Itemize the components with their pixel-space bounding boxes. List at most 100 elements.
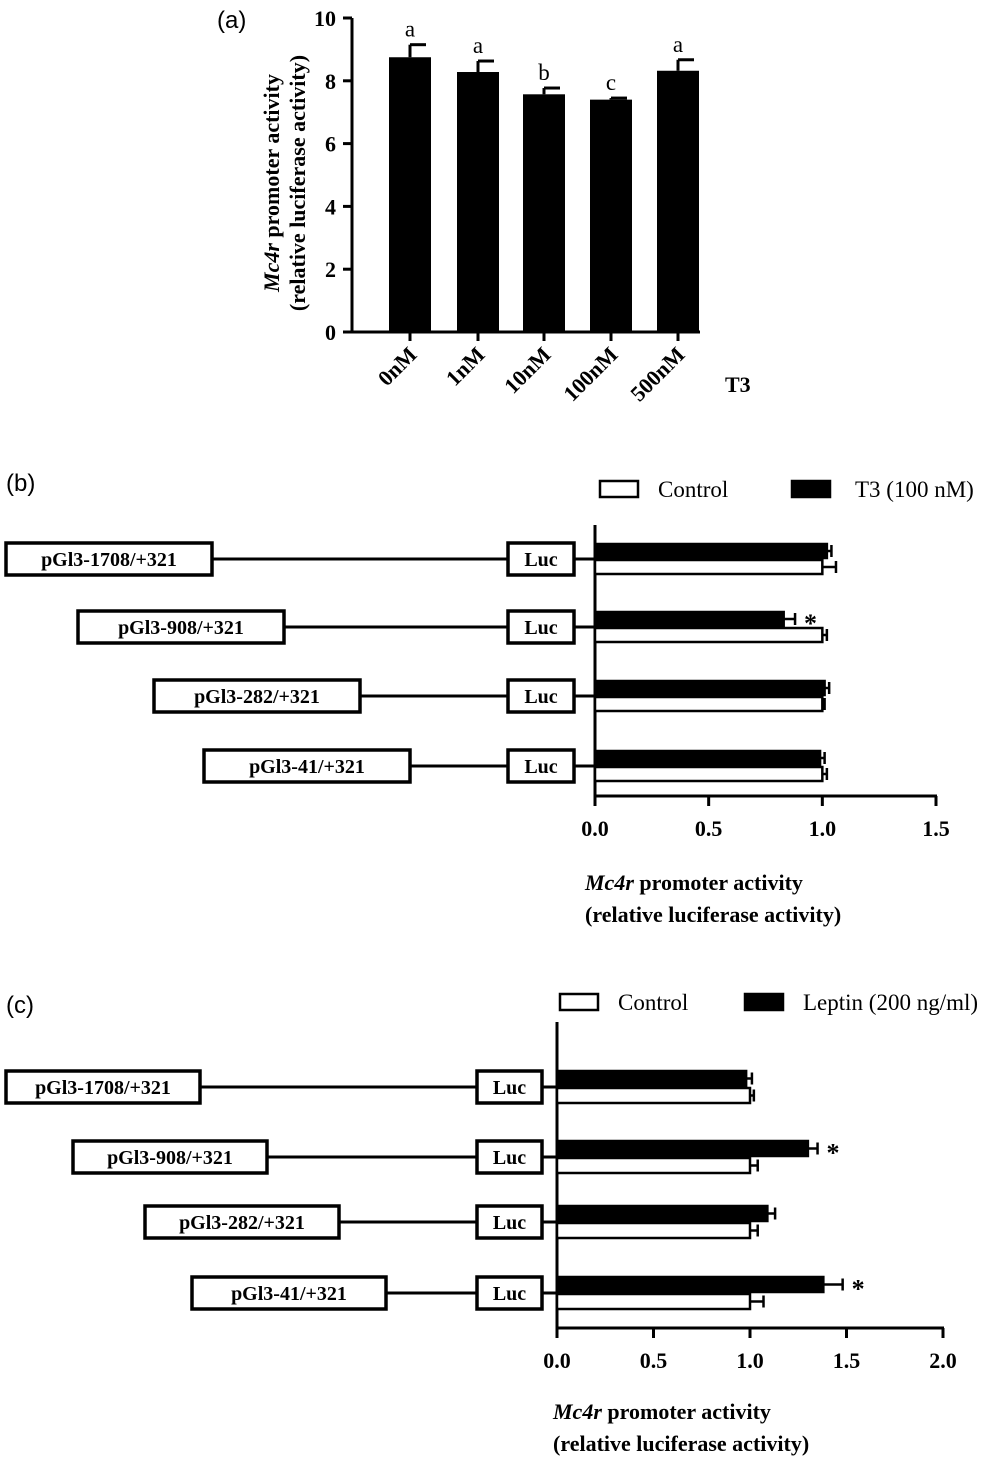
panel-b-luc-box: [506, 541, 576, 577]
panel-c-significance-mark: *: [827, 1139, 840, 1168]
panel-c-construct-box: [4, 1069, 202, 1105]
panel-c-luc-label: Luc: [493, 1147, 526, 1169]
panel-c-bar: [555, 1221, 752, 1240]
panel-c-legend: Control Leptin (200 ng/ml): [558, 990, 978, 1015]
panel-a-y-tick-label: 6: [325, 132, 336, 157]
panel-a-x-tick-label: 100nM: [558, 342, 623, 407]
panel-c-legend-treatment-swatch: [743, 992, 785, 1012]
panel-c-construct-label: pGl3-1708/+321: [35, 1077, 171, 1099]
panel-a-y-axis-title-rest: promoter activity: [259, 74, 284, 243]
panel-c-x-axis-title-rest: promoter activity: [602, 1399, 771, 1424]
panel-c-legend-treatment-label: Leptin (200 ng/ml): [803, 990, 978, 1015]
panel-a-label: (a): [217, 7, 246, 34]
panel-c-construct-label: pGl3-908/+321: [107, 1147, 233, 1169]
panel-c-x-axis-title-line2: (relative luciferase activity): [553, 1431, 809, 1456]
panel-c: (c) Control Leptin (200 ng/ml) pGl3-1708…: [4, 990, 978, 1456]
panel-c-legend-control-label: Control: [618, 990, 688, 1015]
panel-c-legend-control-swatch: [558, 992, 600, 1012]
panel-b-legend-treatment-label: T3 (100 nM): [855, 477, 974, 502]
panel-c-x-tick-label: 1.5: [833, 1348, 861, 1373]
panel-a-x-tick-label: 10nM: [499, 342, 556, 399]
panel-b-bar: [593, 542, 829, 560]
panel-b-construct-label: pGl3-41/+321: [249, 756, 365, 778]
panel-c-construct-box: [190, 1275, 388, 1311]
panel-b-construct-label: pGl3-1708/+321: [41, 549, 177, 571]
panel-b-x-axis-title-rest: promoter activity: [634, 870, 803, 895]
panel-a-bar: [657, 70, 699, 332]
panel-a-significance-letter: a: [405, 17, 415, 42]
panel-c-construct-box: [143, 1204, 341, 1240]
panel-b-bar: [593, 558, 824, 576]
panel-b-label: (b): [6, 470, 35, 497]
panel-b-luc-label: Luc: [524, 756, 557, 778]
panel-a-x-tick-label: 500nM: [625, 342, 690, 407]
panel-b-luc-label: Luc: [524, 549, 557, 571]
panel-c-x-tick-label: 0.5: [640, 1348, 668, 1373]
panel-a-y-axis-title: Mc4r promoter activity: [259, 74, 284, 293]
panel-b-luc-label: Luc: [524, 686, 557, 708]
panel-a-y-tick-label: 8: [325, 69, 336, 94]
panel-b-legend-treatment-swatch: [790, 479, 832, 499]
panel-a-y-tick-label: 4: [325, 194, 336, 219]
panel-a-x-axis-title: T3: [725, 372, 751, 397]
panel-a-bar: [457, 72, 499, 333]
panel-c-x-axis-title: Mc4r promoter activity: [552, 1399, 771, 1424]
panel-b-bar: [593, 679, 826, 697]
panel-b-bar: [593, 765, 824, 783]
panel-b-x-tick-label: 0.5: [695, 816, 723, 841]
panel-a-bar: [523, 94, 565, 332]
panel-a-x-tick-label: 0nM: [373, 342, 422, 391]
panel-a-x-tick-label: 1nM: [441, 342, 490, 391]
panel-a-significance-letter: a: [473, 33, 483, 58]
panel-a-significance-letter: b: [538, 60, 550, 85]
panel-c-bar: [555, 1086, 752, 1105]
panel-a-y-axis-title-italic: Mc4r: [259, 243, 284, 293]
panel-b-legend-control-swatch: [598, 479, 640, 499]
panel-c-x-tick-label: 0.0: [543, 1348, 571, 1373]
panel-a-bar: [590, 99, 632, 332]
panel-b-legend-control-label: Control: [658, 477, 728, 502]
panel-a-significance-letter: a: [673, 32, 683, 57]
panel-c-bar: [555, 1069, 748, 1088]
panel-c-x-axis-title-italic: Mc4r: [552, 1399, 602, 1424]
panel-c-bar: [555, 1275, 825, 1294]
panel-b-bar: [593, 610, 785, 628]
panel-b-luc-label: Luc: [524, 617, 557, 639]
panel-b-bar: [593, 626, 824, 644]
panel-c-luc-box: [475, 1275, 544, 1311]
panel-b-construct-box: [152, 678, 362, 714]
panel-a-y-axis-title-line2: (relative luciferase activity): [285, 55, 310, 311]
panel-c-label: (c): [6, 992, 34, 1019]
panel-c-luc-label: Luc: [493, 1283, 526, 1305]
panel-b-x-tick-label: 1.5: [922, 816, 950, 841]
panel-b-construct-box: [4, 541, 214, 577]
panel-b-x-axis-title: Mc4r promoter activity: [584, 870, 803, 895]
panel-a-y-tick-label: 2: [325, 257, 336, 282]
panel-c-significance-mark: *: [852, 1275, 865, 1304]
panel-a-significance-letter: c: [606, 70, 616, 95]
panel-b-construct-label: pGl3-908/+321: [118, 617, 244, 639]
panel-c-bar: [555, 1204, 769, 1223]
panel-b-construct-label: pGl3-282/+321: [194, 686, 320, 708]
panel-c-luc-label: Luc: [493, 1212, 526, 1234]
panel-a-bar: [389, 57, 431, 332]
panel-b-bar: [593, 695, 824, 713]
panel-a-y-tick-label: 0: [325, 320, 336, 345]
panel-b-x-axis-title-italic: Mc4r: [584, 870, 634, 895]
panel-b-legend: Control T3 (100 nM): [598, 477, 974, 502]
panel-c-luc-label: Luc: [493, 1077, 526, 1099]
panel-c-bar: [555, 1139, 810, 1158]
panel-c-construct-label: pGl3-282/+321: [179, 1212, 305, 1234]
panel-c-bar: [555, 1156, 752, 1175]
panel-c-construct-label: pGl3-41/+321: [231, 1283, 347, 1305]
panel-b-luc-box: [506, 609, 576, 645]
panel-c-construct-box: [71, 1139, 269, 1175]
